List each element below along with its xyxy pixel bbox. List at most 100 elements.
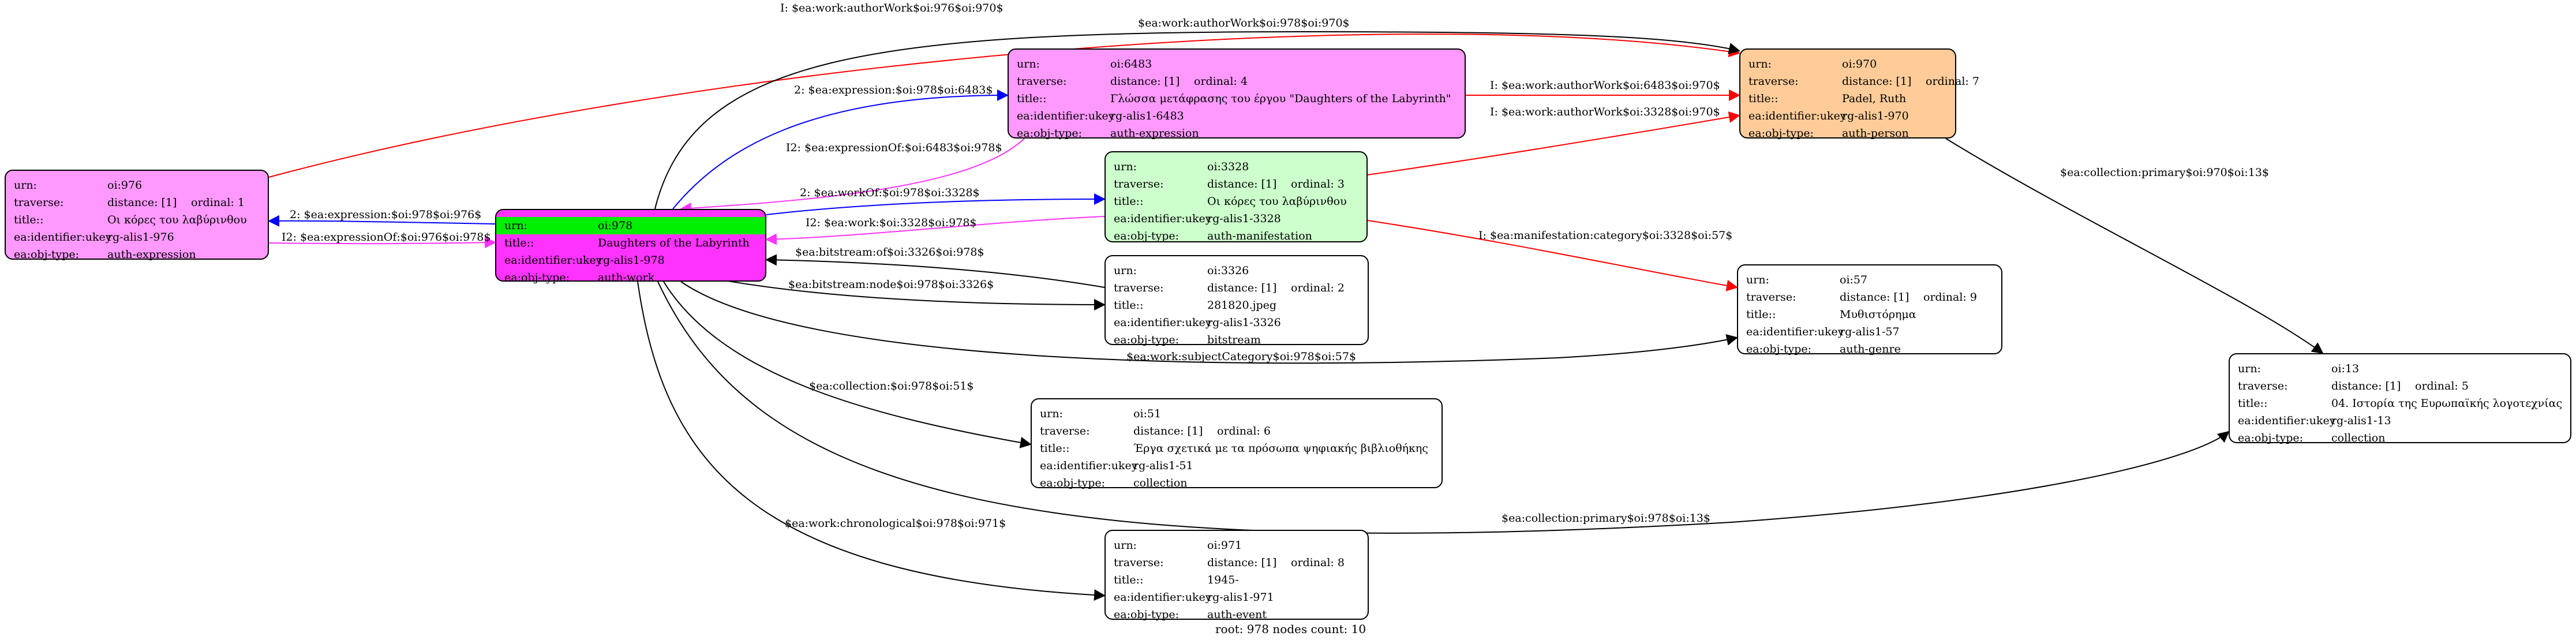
node-field-row: traverse: distance: [1]ordinal: 4 <box>1009 73 1465 90</box>
traverse-distance: distance: [1] <box>1207 178 1277 190</box>
field-key: ea:obj-type: <box>504 271 570 284</box>
field-value: rg-alis1-970 <box>1842 110 1909 122</box>
edge-label: I: $ea:work:authorWork$oi:3328$oi:970$ <box>1490 106 1720 118</box>
node-field-row: urn:oi:971 <box>1106 537 1368 554</box>
field-key: title:: <box>1040 442 1070 455</box>
field-value: rg-alis1-3326 <box>1207 316 1281 329</box>
field-value: oi:3326 <box>1207 264 1249 277</box>
field-key: title:: <box>1746 308 1776 321</box>
field-key: urn: <box>1746 274 1769 286</box>
node-field-row: traverse: distance: [1] ordinal: 5 <box>2230 377 2570 395</box>
traverse-distance: distance: [1] <box>1840 291 1909 304</box>
node-field-row: ea:obj-type:collection <box>2230 429 2570 447</box>
field-key: ea:identifier:ukey <box>1114 316 1212 329</box>
node-field-row: urn:oi:970 <box>1740 55 1955 73</box>
field-value: oi:6483 <box>1110 58 1152 70</box>
field-key: traverse: <box>2238 380 2288 392</box>
node-field-row: urn:oi:3328 <box>1106 158 1366 175</box>
node-field-row: ea:obj-type:auth-manifestation <box>1106 227 1366 245</box>
field-value: 04. Ιστορία της Ευρωπαϊκής λογοτεχνίας <box>2331 397 2563 410</box>
field-value: oi:971 <box>1207 539 1242 552</box>
field-value: distance: [1] ordinal: 5 <box>2331 377 2570 395</box>
field-key: traverse: <box>1017 75 1067 88</box>
field-key: urn: <box>1748 58 1772 70</box>
node-field-row: title::Daughters of the Labyrinth <box>496 234 765 252</box>
edge-author-6483-970: I: $ea:work:authorWork$oi:6483$oi:970$ <box>1466 79 1740 101</box>
field-value: 281820.jpeg <box>1207 299 1277 312</box>
edge-author-978-970: $ea:work:authorWork$oi:978$oi:970$ <box>654 17 1740 209</box>
field-key: ea:identifier:ukey <box>1114 591 1212 604</box>
field-value: oi:3328 <box>1207 160 1249 173</box>
field-key: traverse: <box>14 196 64 209</box>
field-value: Μυθιστόρημα <box>1840 308 1916 321</box>
traverse-ordinal: ordinal: 8 <box>1291 556 1345 569</box>
edge-expression-978-976: 2: $ea:expression:$oi:978$oi:976$ <box>268 208 496 227</box>
node-field-row: title::Οι κόρες του λαβύρινθου <box>1106 193 1366 210</box>
edge-label: I2: $ea:expressionOf:$oi:6483$oi:978$ <box>786 141 1002 154</box>
field-key: title:: <box>1114 299 1144 312</box>
field-value: rg-alis1-976 <box>107 231 174 244</box>
edge-expressionof-6483-978: I2: $ea:expressionOf:$oi:6483$oi:978$ <box>680 135 1028 214</box>
edge-label: $ea:bitstream:node$oi:978$oi:3326$ <box>788 278 994 291</box>
field-key: ea:identifier:ukey <box>504 254 602 267</box>
field-key: urn: <box>1040 407 1063 420</box>
edge-workof-978-3328: 2: $ea:workOf:$oi:978$oi:3328$ <box>766 186 1106 215</box>
edge-label: $ea:collection:$oi:978$oi:51$ <box>809 380 974 392</box>
traverse-ordinal: ordinal: 5 <box>2415 380 2469 392</box>
field-key: ea:obj-type: <box>1114 608 1180 621</box>
node-field-row: urn: oi:3326 <box>1106 262 1368 279</box>
edge-label: I: $ea:work:authorWork$oi:6483$oi:970$ <box>1490 79 1720 92</box>
field-value: rg-alis1-3328 <box>1207 212 1281 225</box>
edge-label: I2: $ea:work:$oi:3328$oi:978$ <box>806 216 977 229</box>
edge-label: $ea:collection:primary$oi:970$oi:13$ <box>2060 166 2269 179</box>
field-value: rg-alis1-57 <box>1840 325 1900 338</box>
field-key: title:: <box>1748 92 1779 105</box>
field-value: distance: [1]ordinal: 1 <box>107 194 268 211</box>
traverse-distance: distance: [1] <box>2331 380 2401 392</box>
field-value: oi:978 <box>598 219 633 232</box>
field-value: rg-alis1-971 <box>1207 591 1274 604</box>
edge-subjectcategory-978-57: $ea:work:subjectCategory$oi:978$oi:57$ <box>680 281 1738 364</box>
field-key: traverse: <box>1748 75 1799 88</box>
node-field-row: title::Μυθιστόρημα <box>1738 306 2001 323</box>
field-key: ea:obj-type: <box>14 248 80 261</box>
field-key: title:: <box>1114 195 1144 208</box>
graph-footer: root: 978 nodes count: 10 <box>1215 622 1366 636</box>
field-key: urn: <box>1114 264 1137 277</box>
field-key: title:: <box>1017 92 1047 105</box>
field-key: title:: <box>14 214 44 226</box>
field-value: rg-alis1-51 <box>1133 459 1193 472</box>
node-field-row: urn:oi:57 <box>1738 271 2001 289</box>
node-field-row: ea:obj-type:auth-genre <box>1738 340 2001 358</box>
field-key: urn: <box>504 219 527 232</box>
edge-label: $ea:work:subjectCategory$oi:978$oi:57$ <box>1126 350 1356 363</box>
edge-expressionof-976-978: I2: $ea:expressionOf:$oi:976$oi:978$ <box>268 231 496 249</box>
edge-label: I2: $ea:expressionOf:$oi:976$oi:978$ <box>282 231 491 244</box>
node-field-row: traverse: distance: [1]ordinal: 1 <box>6 194 268 211</box>
field-value: distance: [1]ordinal: 4 <box>1110 73 1465 90</box>
field-value: oi:976 <box>107 179 143 192</box>
node-field-row: ea:obj-type:auth-person <box>1740 125 1955 142</box>
edge-bitstreamof-3326-978: $ea:bitstream:of$oi:3326$oi:978$ <box>765 246 1105 288</box>
node-field-row: ea:obj-type:collection <box>1032 474 1441 492</box>
